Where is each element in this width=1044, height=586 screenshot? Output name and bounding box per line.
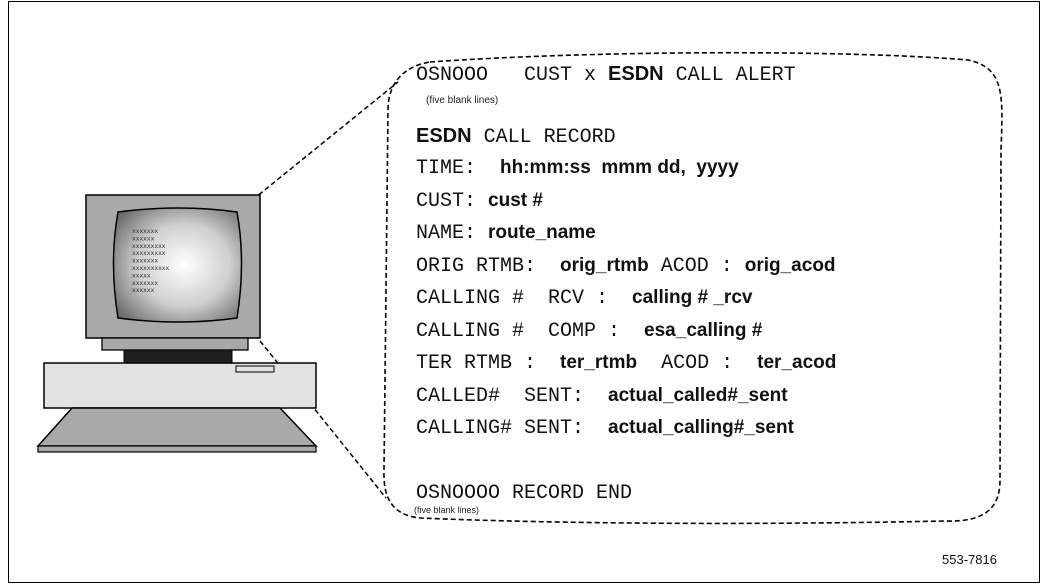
record-field-line: CALLING # RCV : calling # _rcv — [416, 288, 752, 309]
note-five-blank-lines-top: (five blank lines) — [426, 95, 499, 106]
record-field-line: CALLED# SENT: actual_called#_sent — [416, 386, 788, 407]
figure-code: 553-7816 — [942, 552, 997, 567]
monitor-stand — [123, 349, 233, 364]
field-label: TIME: — [416, 157, 501, 180]
field-value: actual_called#_sent — [608, 384, 788, 406]
field-label: CALLING# SENT: — [416, 417, 609, 440]
field-value: calling # _rcv — [632, 287, 753, 308]
field-value: esa_calling # — [644, 319, 763, 341]
alert-esdn: ESDN — [608, 63, 664, 85]
field-value: orig_acod — [744, 254, 836, 276]
keyboard-front — [37, 445, 317, 453]
screen-text-line: xxxxxx — [132, 235, 155, 242]
record-field-line: CALLING# SENT: actual_calling#_sent — [416, 418, 794, 439]
drive-slot — [235, 365, 275, 373]
callout-bubble — [383, 51, 1003, 525]
keyboard — [36, 407, 318, 447]
crt-screen — [112, 207, 243, 323]
screen-text-line: xxxxxxxxxx — [132, 265, 170, 272]
field-label: ORIG RTMB: — [416, 254, 561, 278]
field-value: orig_rtmb — [560, 254, 649, 276]
field-label: CALLING # COMP : — [416, 319, 645, 343]
field-label: CUST: — [416, 189, 489, 213]
field-value: cust # — [488, 189, 543, 211]
screen-text-line: xxxxxxx — [132, 228, 158, 235]
field-value: ter_rtmb — [560, 352, 638, 373]
screen-text-line: xxxxx — [132, 272, 151, 279]
record-field-line: ORIG RTMB: orig_rtmb ACOD : orig_acod — [416, 256, 836, 277]
record-title: ESDN CALL RECORD — [416, 125, 616, 149]
record-field-line: CALLING # COMP : esa_calling # — [416, 321, 762, 342]
screen-text-line: xxxxxx — [132, 287, 155, 294]
field-label: TER RTMB : — [416, 352, 561, 375]
system-unit — [43, 362, 317, 409]
screen-text-line: xxxxxxxxx — [132, 250, 166, 257]
alert-line: OSNOOO CUST x ESDN CALL ALERT — [416, 63, 796, 87]
field-label: CALLED# SENT: — [416, 384, 609, 408]
record-field-line: TER RTMB : ter_rtmb ACOD : ter_acod — [416, 353, 836, 374]
screen-text-line: xxxxxxx — [132, 280, 158, 287]
field-label: NAME: — [416, 222, 489, 245]
screen-text-line: xxxxxxx — [132, 258, 158, 265]
field-label: ACOD : — [637, 352, 758, 375]
monitor-base — [101, 337, 249, 351]
field-value: ter_acod — [757, 352, 837, 373]
record-title-esdn: ESDN — [416, 125, 472, 147]
record-field-line: CUST: cust # — [416, 191, 543, 212]
zoom-line-top — [239, 81, 399, 211]
record-field-line: NAME: route_name — [416, 223, 596, 244]
field-value: actual_calling#_sent — [608, 417, 794, 438]
screen-text-line: xxxxxxxxx — [132, 243, 166, 250]
record-end-line: OSNOOOO RECORD END — [416, 482, 633, 505]
computer-illustration: xxxxxxxxxxxxxxxxxxxxxxxxxxxxxxxxxxxxxxxx… — [36, 194, 318, 453]
field-label: ACOD : — [648, 254, 745, 278]
field-value: route_name — [488, 222, 596, 243]
record-field-line: TIME: hh:mm:ss mmm dd, yyyy — [416, 158, 739, 179]
field-label: CALLING # RCV : — [416, 287, 633, 310]
field-value: hh:mm:ss mmm dd, yyyy — [500, 157, 739, 178]
note-five-blank-lines-bottom: (five blank lines) — [414, 505, 480, 515]
screen-text: xxxxxxxxxxxxxxxxxxxxxxxxxxxxxxxxxxxxxxxx… — [132, 228, 170, 294]
